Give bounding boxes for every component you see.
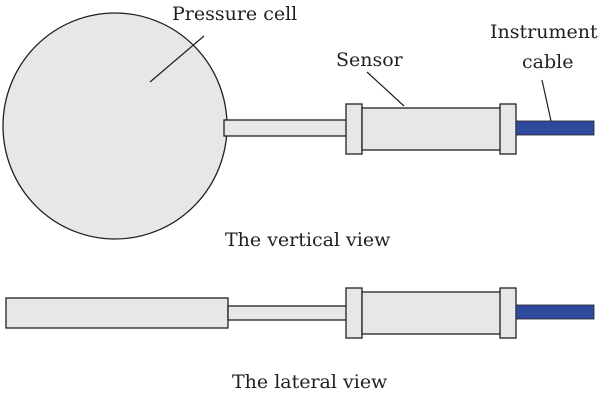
pressure-cell-disc (2, 12, 228, 240)
lateral-sensor (345, 287, 517, 339)
lateral-view-caption: The lateral view (232, 371, 388, 393)
lateral-instrument-cable (515, 304, 595, 320)
pressure-cell-leader (149, 35, 205, 83)
lateral-sensor-body (361, 291, 503, 335)
vertical-sensor-collar-left (345, 103, 363, 155)
instrument-cable-label-line2: cable (522, 51, 573, 73)
sensor-leader (366, 71, 405, 107)
vertical-sensor (345, 103, 517, 155)
sensor-label: Sensor (336, 49, 404, 71)
instrument-cable-label-line1: Instrument (490, 21, 598, 43)
pressure-cell-label: Pressure cell (172, 3, 297, 25)
vertical-sensor-body (361, 107, 503, 151)
vertical-sensor-collar-right (499, 103, 517, 155)
lateral-stem (227, 305, 349, 321)
vertical-view (2, 12, 595, 240)
instrument-cable-leader (541, 79, 552, 122)
lateral-view (5, 287, 595, 339)
vertical-view-caption: The vertical view (225, 229, 391, 251)
vertical-stem (223, 119, 349, 137)
lateral-sensor-collar-right (499, 287, 517, 339)
lateral-sensor-collar-left (345, 287, 363, 339)
lateral-pressure-cell (5, 297, 229, 329)
vertical-instrument-cable (515, 120, 595, 136)
